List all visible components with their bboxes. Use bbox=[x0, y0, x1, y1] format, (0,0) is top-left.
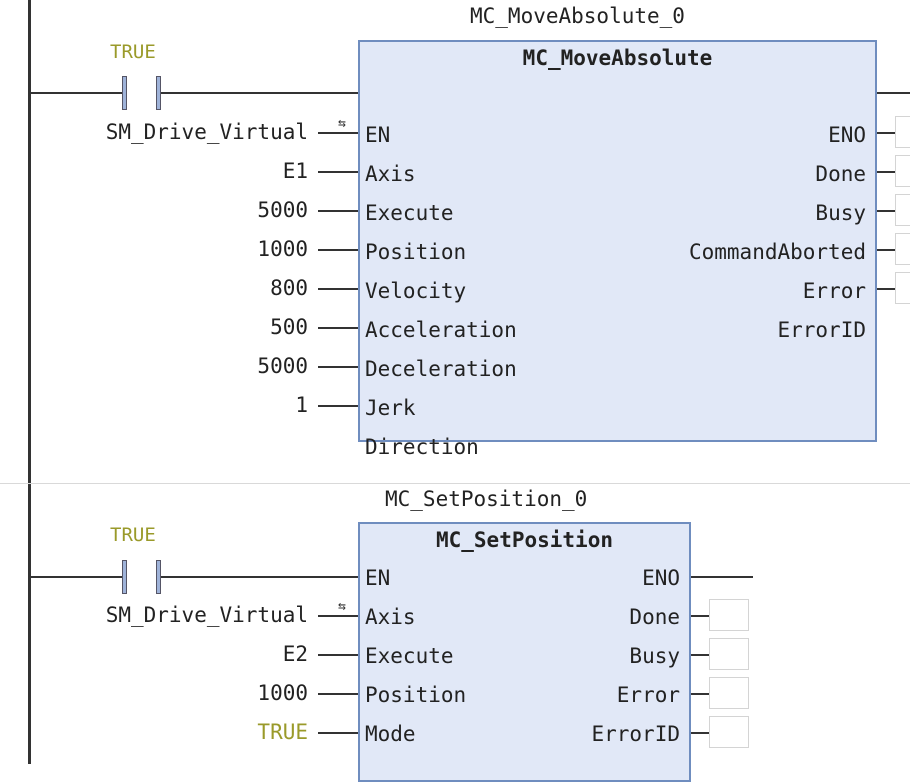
output-variable-box[interactable] bbox=[895, 155, 910, 187]
out-wire bbox=[691, 693, 709, 695]
block-type: MC_MoveAbsolute bbox=[522, 46, 713, 70]
out-wire bbox=[691, 732, 709, 734]
pin-execute: Execute bbox=[365, 644, 454, 668]
pin-eno: ENO bbox=[828, 123, 866, 147]
arg-execute[interactable]: E2 bbox=[282, 642, 308, 666]
arg-wire bbox=[318, 654, 358, 656]
pin-error-id: ErrorID bbox=[591, 722, 680, 746]
pin-error: Error bbox=[616, 683, 680, 707]
contact-right-bar[interactable] bbox=[156, 560, 161, 594]
pin-busy: Busy bbox=[815, 201, 866, 225]
pin-done: Done bbox=[815, 162, 866, 186]
en-wire bbox=[31, 576, 124, 578]
pin-command-aborted: CommandAborted bbox=[688, 240, 866, 264]
pin-velocity: Velocity bbox=[365, 279, 467, 303]
arg-execute[interactable]: E1 bbox=[282, 159, 308, 183]
output-variable-box[interactable] bbox=[709, 716, 749, 748]
contact-left-bar[interactable] bbox=[122, 560, 127, 594]
arg-acceleration[interactable]: 800 bbox=[270, 276, 308, 300]
output-variable-box[interactable] bbox=[709, 638, 749, 670]
pin-error: Error bbox=[802, 279, 866, 303]
out-wire bbox=[691, 615, 709, 617]
arg-wire bbox=[318, 132, 358, 134]
arg-wire bbox=[318, 327, 358, 329]
reference-arrow-icon: ⇆ bbox=[338, 599, 346, 614]
eno-wire bbox=[691, 576, 753, 578]
arg-direction[interactable]: 1 bbox=[295, 393, 308, 417]
arg-axis[interactable]: SM_Drive_Virtual bbox=[105, 603, 308, 627]
output-variable-box[interactable] bbox=[895, 194, 910, 226]
arg-wire bbox=[318, 249, 358, 251]
pin-deceleration: Deceleration bbox=[365, 357, 517, 381]
pin-position: Position bbox=[365, 683, 467, 707]
arg-wire bbox=[318, 366, 358, 368]
eno-wire bbox=[877, 92, 910, 94]
arg-mode[interactable]: TRUE bbox=[257, 720, 308, 744]
arg-deceleration[interactable]: 500 bbox=[270, 315, 308, 339]
arg-position[interactable]: 1000 bbox=[257, 681, 308, 705]
pin-axis: Axis bbox=[365, 605, 416, 629]
pin-done: Done bbox=[629, 605, 680, 629]
arg-wire bbox=[318, 405, 358, 407]
block-type: MC_SetPosition bbox=[435, 528, 613, 552]
output-variable-box[interactable] bbox=[709, 677, 749, 709]
arg-velocity[interactable]: 1000 bbox=[257, 237, 308, 261]
power-rail-left bbox=[28, 0, 31, 764]
pin-en: EN bbox=[365, 123, 391, 147]
instance-name: MC_SetPosition_0 bbox=[385, 487, 588, 511]
arg-wire bbox=[318, 693, 358, 695]
arg-position[interactable]: 5000 bbox=[257, 198, 308, 222]
en-wire bbox=[161, 92, 359, 94]
pin-busy: Busy bbox=[629, 644, 680, 668]
en-wire bbox=[31, 92, 124, 94]
arg-wire bbox=[318, 288, 358, 290]
function-block[interactable]: MC_SetPosition EN Axis Execute Position … bbox=[358, 522, 691, 782]
instance-name: MC_MoveAbsolute_0 bbox=[470, 4, 685, 28]
arg-axis[interactable]: SM_Drive_Virtual bbox=[105, 120, 308, 144]
out-wire bbox=[877, 210, 895, 212]
contact-label: TRUE bbox=[110, 41, 156, 63]
pin-axis: Axis bbox=[365, 162, 416, 186]
arg-jerk[interactable]: 5000 bbox=[257, 354, 308, 378]
out-wire bbox=[877, 132, 895, 134]
pin-eno: ENO bbox=[642, 566, 680, 590]
out-wire bbox=[877, 288, 895, 290]
output-variable-box[interactable] bbox=[895, 116, 910, 148]
out-wire bbox=[691, 654, 709, 656]
pin-en: EN bbox=[365, 566, 391, 590]
arg-wire bbox=[318, 732, 358, 734]
function-block[interactable]: MC_MoveAbsolute EN Axis Execute Position… bbox=[358, 40, 877, 459]
output-variable-box[interactable] bbox=[895, 233, 910, 265]
out-wire bbox=[877, 249, 895, 251]
network-separator bbox=[0, 483, 910, 484]
pin-execute: Execute bbox=[365, 201, 454, 225]
contact-left-bar[interactable] bbox=[122, 76, 127, 110]
contact-label: TRUE bbox=[110, 524, 156, 546]
pin-jerk: Jerk bbox=[365, 396, 416, 420]
contact-right-bar[interactable] bbox=[156, 76, 161, 110]
en-wire bbox=[161, 576, 359, 578]
output-variable-box[interactable] bbox=[895, 272, 910, 304]
pin-position: Position bbox=[365, 240, 467, 264]
arg-wire bbox=[318, 615, 358, 617]
out-wire bbox=[877, 171, 895, 173]
arg-wire bbox=[318, 171, 358, 173]
pin-mode: Mode bbox=[365, 722, 416, 746]
output-variable-box[interactable] bbox=[709, 599, 749, 631]
reference-arrow-icon: ⇆ bbox=[338, 116, 346, 131]
pin-error-id: ErrorID bbox=[777, 318, 866, 342]
pin-direction: Direction bbox=[365, 435, 479, 459]
arg-wire bbox=[318, 210, 358, 212]
pin-acceleration: Acceleration bbox=[365, 318, 517, 342]
